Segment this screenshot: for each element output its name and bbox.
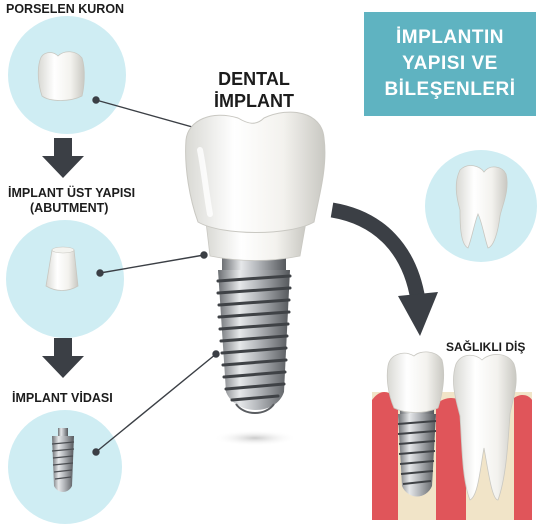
down-arrow-icon: [42, 338, 84, 378]
down-arrow-icon: [42, 138, 84, 178]
crown-icon: [38, 52, 84, 101]
gum-tissue: [372, 392, 398, 520]
cross-section-scene: [372, 352, 532, 520]
healthy-tooth-icon: [456, 166, 507, 248]
abutment-icon: [46, 250, 78, 291]
small-screw-icon: [52, 428, 74, 492]
main-implant-screw: [218, 256, 290, 413]
curved-arrow-head-icon: [398, 292, 438, 336]
curved-arrow-icon: [332, 210, 418, 300]
